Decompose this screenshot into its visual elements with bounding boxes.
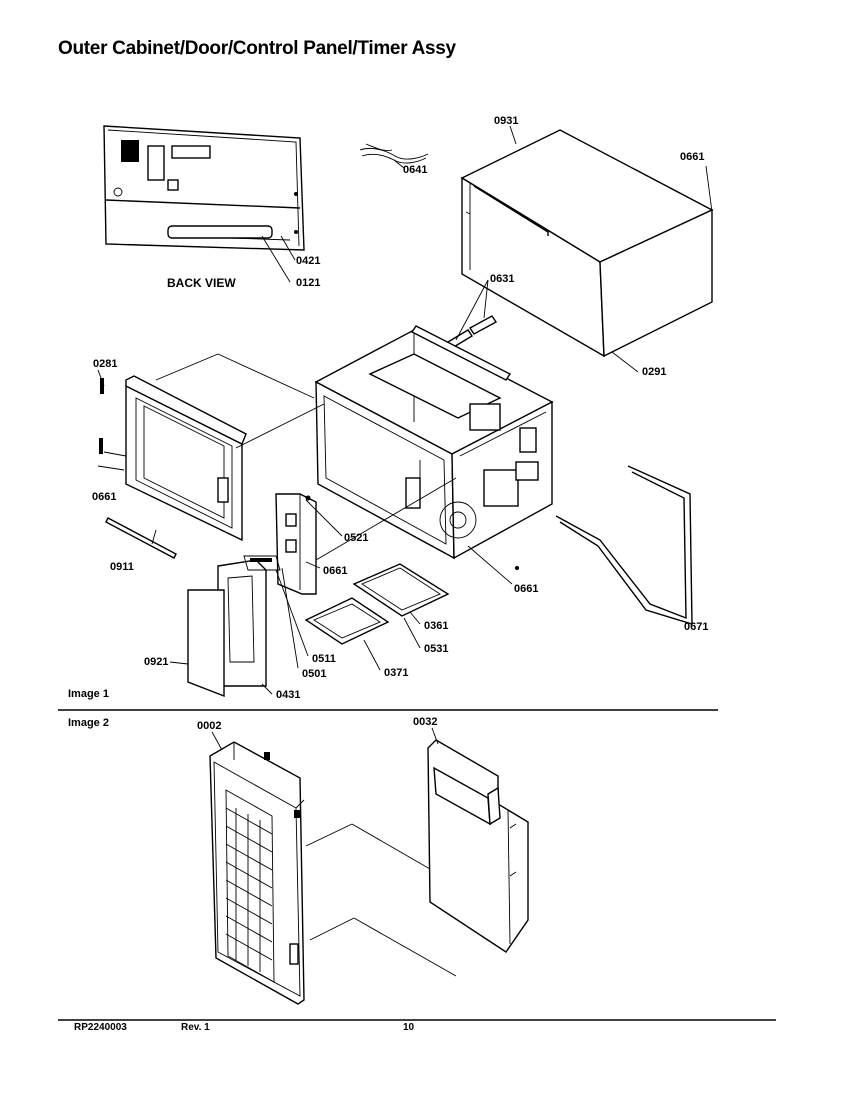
bottom-panels: [304, 563, 450, 645]
callout-0911: 0911: [110, 561, 134, 573]
callout-0002: 0002: [197, 720, 221, 732]
callout-0521: 0521: [344, 532, 368, 544]
image1-label: Image 1: [68, 688, 109, 700]
callout-0121: 0121: [296, 277, 320, 289]
callout-0671: 0671: [684, 621, 708, 633]
callout-0631: 0631: [490, 273, 514, 285]
callout-0661-door: 0661: [92, 491, 116, 503]
keypad-keys: [225, 807, 273, 972]
callout-0661-base: 0661: [514, 583, 538, 595]
callout-0531: 0531: [424, 643, 448, 655]
timer-board-0032: [427, 739, 529, 953]
control-panel-0002: [209, 741, 305, 1005]
callout-0032: 0032: [413, 716, 437, 728]
callout-0661-top: 0661: [680, 151, 704, 163]
footer-page-number: 10: [403, 1022, 415, 1033]
seal-strip-0671: [555, 465, 693, 625]
back-view-panel: [103, 125, 305, 251]
door-assembly: [125, 375, 247, 542]
outer-cabinet-wrap: [460, 129, 714, 358]
back-view-label: BACK VIEW: [167, 276, 236, 290]
callout-0361: 0361: [424, 620, 448, 632]
page-title: Outer Cabinet/Door/Control Panel/Timer A…: [58, 38, 456, 59]
callout-0421: 0421: [296, 255, 320, 267]
footer-revision: Rev. 1: [181, 1022, 210, 1033]
control-housing: [187, 555, 281, 698]
control-panel-bracket: [275, 493, 317, 595]
callout-0501: 0501: [302, 668, 326, 680]
callout-0641: 0641: [403, 164, 427, 176]
image2-label: Image 2: [68, 717, 109, 729]
callout-0661-panel: 0661: [323, 565, 347, 577]
callout-0511: 0511: [312, 653, 336, 665]
callout-0371: 0371: [384, 667, 408, 679]
footer-part-number: RP2240003: [74, 1022, 127, 1033]
callout-0431: 0431: [276, 689, 300, 701]
callout-0931: 0931: [494, 115, 518, 127]
callout-0281: 0281: [93, 358, 117, 370]
callout-0921: 0921: [144, 656, 168, 668]
oven-chassis-assembly: [314, 325, 554, 560]
callout-0291: 0291: [642, 366, 666, 378]
